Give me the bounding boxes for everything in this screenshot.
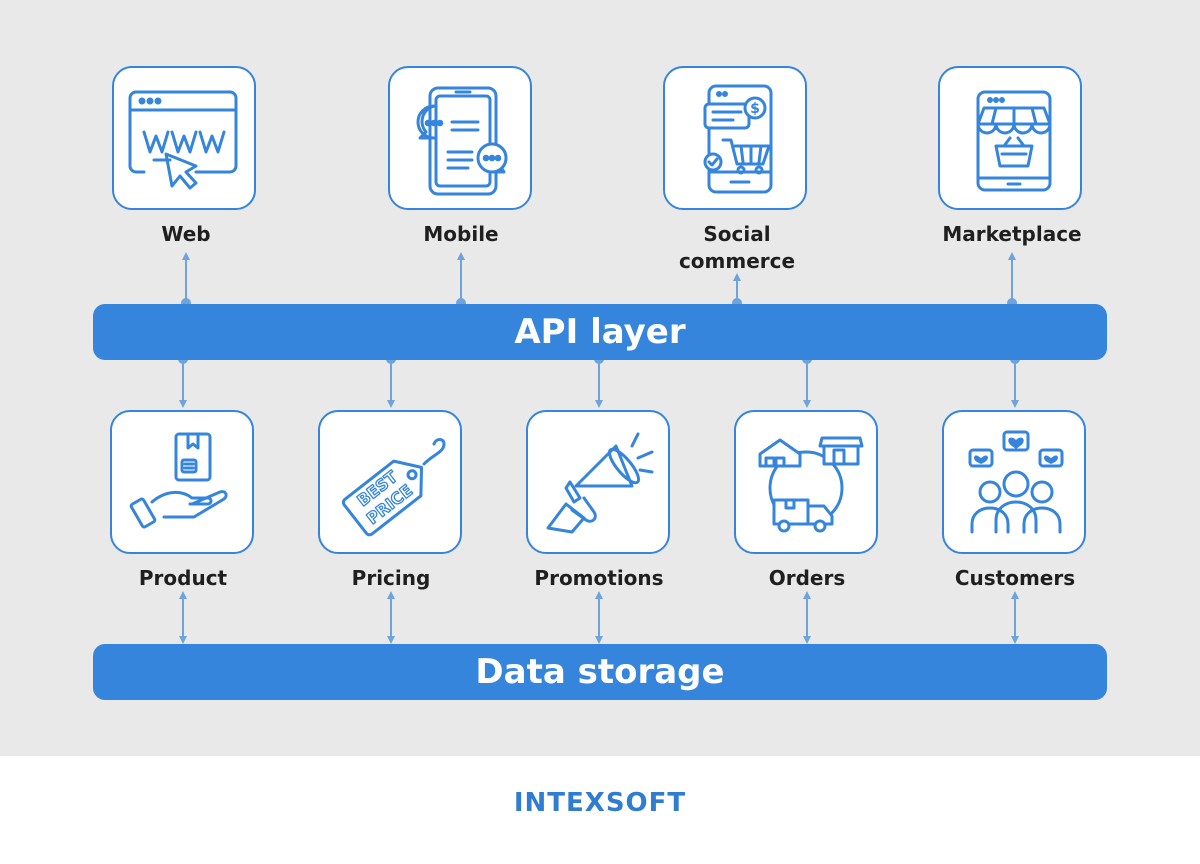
- web-browser-icon: [128, 90, 238, 190]
- customers-icon: [968, 430, 1064, 534]
- product-card: [110, 410, 254, 554]
- api-layer-bar: API layer: [93, 304, 1107, 360]
- marketplace-store-icon: [976, 90, 1052, 192]
- service-label-customers: Customers: [954, 566, 1076, 590]
- mobile-chat-icon: [416, 86, 508, 196]
- channel-label-marketplace: Marketplace: [942, 222, 1082, 246]
- web-card: [112, 66, 256, 210]
- social-commerce-card: $: [663, 66, 807, 210]
- megaphone-icon: [546, 432, 654, 534]
- service-label-product: Product: [138, 566, 228, 590]
- customers-card: [942, 410, 1086, 554]
- service-label-orders: Orders: [768, 566, 846, 590]
- service-label-promotions: Promotions: [534, 566, 664, 590]
- data-storage-bar: Data storage: [93, 644, 1107, 700]
- architecture-diagram: Web Mobile $: [0, 0, 1200, 756]
- price-tag-icon: BEST PRICE: [341, 438, 446, 537]
- channel-label-web: Web: [161, 222, 211, 246]
- channel-label-social-commerce-text: Social commerce: [678, 222, 796, 273]
- svg-text:$: $: [750, 101, 760, 117]
- service-label-pricing: Pricing: [351, 566, 431, 590]
- product-hand-icon: [129, 432, 228, 529]
- marketplace-card: [938, 66, 1082, 210]
- intexsoft-logo: INTEXSOFT: [513, 788, 687, 818]
- mobile-card: [388, 66, 532, 210]
- orders-card: [734, 410, 878, 554]
- pricing-card: BEST PRICE: [318, 410, 462, 554]
- social-commerce-icon: $: [703, 84, 773, 194]
- promotions-card: [526, 410, 670, 554]
- channel-label-mobile: Mobile: [423, 222, 499, 246]
- delivery-truck-icon: [758, 436, 864, 533]
- channel-label-social-commerce: Social commerce: [647, 221, 827, 275]
